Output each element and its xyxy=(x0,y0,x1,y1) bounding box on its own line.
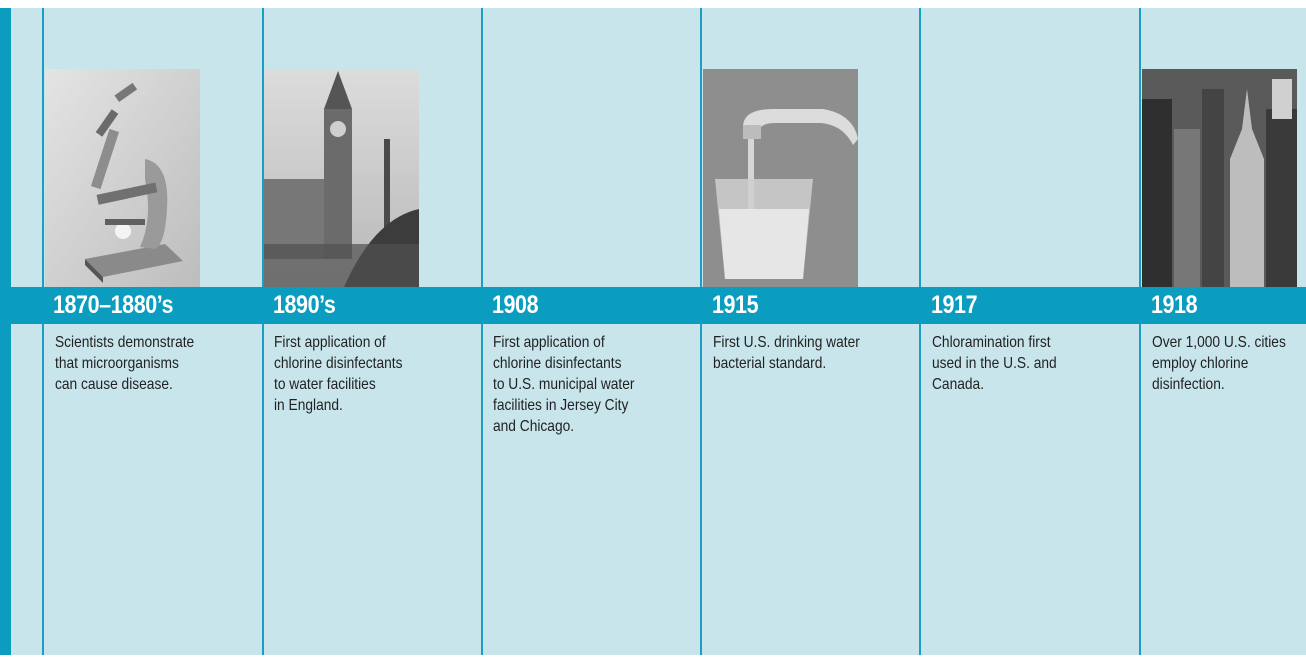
year-label: 1917 xyxy=(931,291,978,319)
event-description: Over 1,000 U.S. cities employ chlorine d… xyxy=(1152,334,1286,393)
event-description: First U.S. drinking water bacterial stan… xyxy=(713,334,860,372)
column-divider xyxy=(262,8,264,655)
column-divider xyxy=(42,8,44,655)
faucet-glass-photo xyxy=(703,69,858,287)
year-label: 1890’s xyxy=(273,291,336,319)
column-divider xyxy=(1139,8,1141,655)
column-divider xyxy=(481,8,483,655)
microscope-photo xyxy=(45,69,200,287)
year-label: 1915 xyxy=(712,291,759,319)
event-description: Scientists demonstrate that microorganis… xyxy=(55,334,195,393)
event-description: Chloramination first used in the U.S. an… xyxy=(932,334,1057,393)
left-accent-bar xyxy=(0,8,11,655)
column-divider xyxy=(700,8,702,655)
year-label: 1918 xyxy=(1151,291,1198,319)
timeline-band xyxy=(0,287,1306,324)
column-divider xyxy=(919,8,921,655)
event-description: First application of chlorine disinfecta… xyxy=(274,334,403,414)
big-ben-photo xyxy=(264,69,419,287)
year-label: 1908 xyxy=(492,291,539,319)
year-label: 1870–1880’s xyxy=(53,291,174,319)
timeline-frame: 1870–1880’s 1890’s 1908 1915 1917 1918 S… xyxy=(0,8,1306,655)
event-description: First application of chlorine disinfecta… xyxy=(493,334,635,435)
city-skyline-photo xyxy=(1142,69,1297,287)
